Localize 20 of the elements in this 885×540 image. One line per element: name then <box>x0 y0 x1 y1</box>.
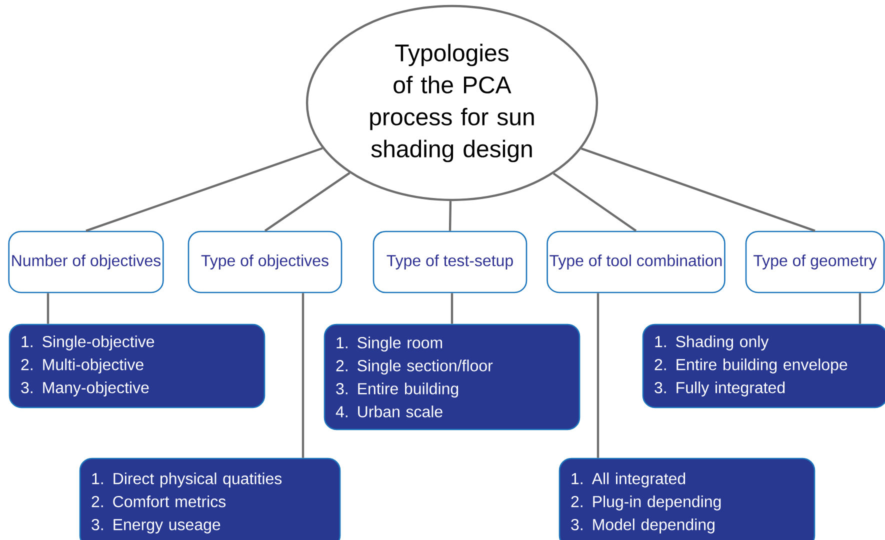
list-box: 1. Direct physical quatities 2. Comfort metrics 3. Energy useage <box>79 458 341 540</box>
list-box: 1. Single room 2. Single section/floor 3. Entire building 4. Urban scale <box>324 324 580 430</box>
connector-line <box>86 147 323 232</box>
list-box: 1. Shading only 2. Entire building envelope 3. Fully integrated <box>642 324 885 408</box>
category-box: Type of geometry <box>745 230 885 294</box>
connector-line <box>46 293 50 324</box>
connector-line <box>581 148 816 232</box>
category-box: Type of tool combination <box>546 230 726 294</box>
category-box: Number of objectives <box>8 230 164 294</box>
connector-line <box>302 293 304 458</box>
connector-line <box>264 172 350 232</box>
connector-line <box>552 172 637 232</box>
list-box: 1. All integrated 2. Plug-in depending 3. Model depending <box>558 458 816 540</box>
connector-line <box>450 293 454 324</box>
connector-line <box>596 293 600 458</box>
list-box: 1. Single-objective 2. Multi-objective 3. Many-objective <box>8 324 266 408</box>
category-box: Type of test-setup <box>372 230 528 294</box>
connector-line <box>448 201 452 231</box>
category-box: Type of objectives <box>188 230 342 294</box>
connector-line <box>858 293 862 324</box>
